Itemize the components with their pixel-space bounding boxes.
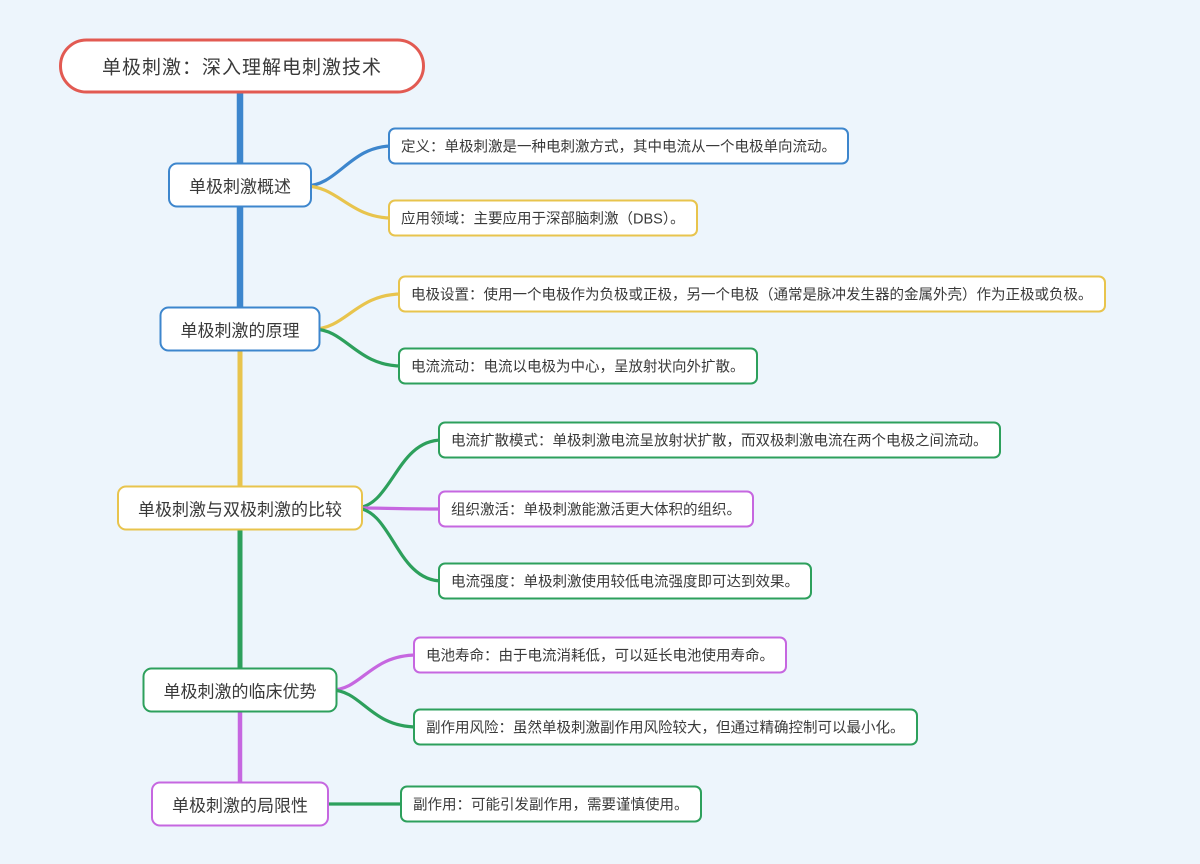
branch-node[interactable]: 单极刺激的局限性 — [151, 781, 329, 827]
child-node[interactable]: 应用领域：主要应用于深部脑刺激（DBS）。 — [388, 199, 698, 237]
child-node[interactable]: 组织激活：单极刺激能激活更大体积的组织。 — [438, 490, 754, 528]
branch-connector — [353, 438, 444, 510]
child-node[interactable]: 电极设置：使用一个电极作为负极或正极，另一个电极（通常是脉冲发生器的金属外壳）作… — [398, 275, 1106, 313]
branch-node[interactable]: 单极刺激与双极刺激的比较 — [117, 485, 363, 531]
child-node[interactable]: 电流流动：电流以电极为中心，呈放射状向外扩散。 — [398, 347, 758, 385]
branch-connector — [303, 184, 394, 220]
branch-connector — [303, 144, 394, 188]
branch-node[interactable]: 单极刺激的临床优势 — [142, 667, 338, 713]
child-node[interactable]: 电流强度：单极刺激使用较低电流强度即可达到效果。 — [438, 562, 812, 600]
child-node[interactable]: 电池寿命：由于电流消耗低，可以延长电池使用寿命。 — [413, 636, 787, 674]
child-node[interactable]: 定义：单极刺激是一种电刺激方式，其中电流从一个电极单向流动。 — [388, 127, 849, 165]
branch-node[interactable]: 单极刺激的原理 — [159, 306, 321, 352]
branch-connector — [329, 653, 419, 692]
child-node[interactable]: 电流扩散模式：单极刺激电流呈放射状扩散，而双极刺激电流在两个电极之间流动。 — [438, 421, 1001, 459]
child-node[interactable]: 副作用：可能引发副作用，需要谨慎使用。 — [400, 785, 702, 823]
branch-node[interactable]: 单极刺激概述 — [168, 162, 312, 208]
child-node[interactable]: 副作用风险：虽然单极刺激副作用风险较大，但通过精确控制可以最小化。 — [413, 708, 918, 746]
branch-connector — [329, 688, 419, 729]
branch-connector — [353, 506, 444, 583]
root-node[interactable]: 单极刺激：深入理解电刺激技术 — [58, 38, 426, 94]
branch-connector — [311, 292, 404, 331]
branch-connector — [311, 327, 404, 368]
branch-connector — [353, 506, 444, 511]
